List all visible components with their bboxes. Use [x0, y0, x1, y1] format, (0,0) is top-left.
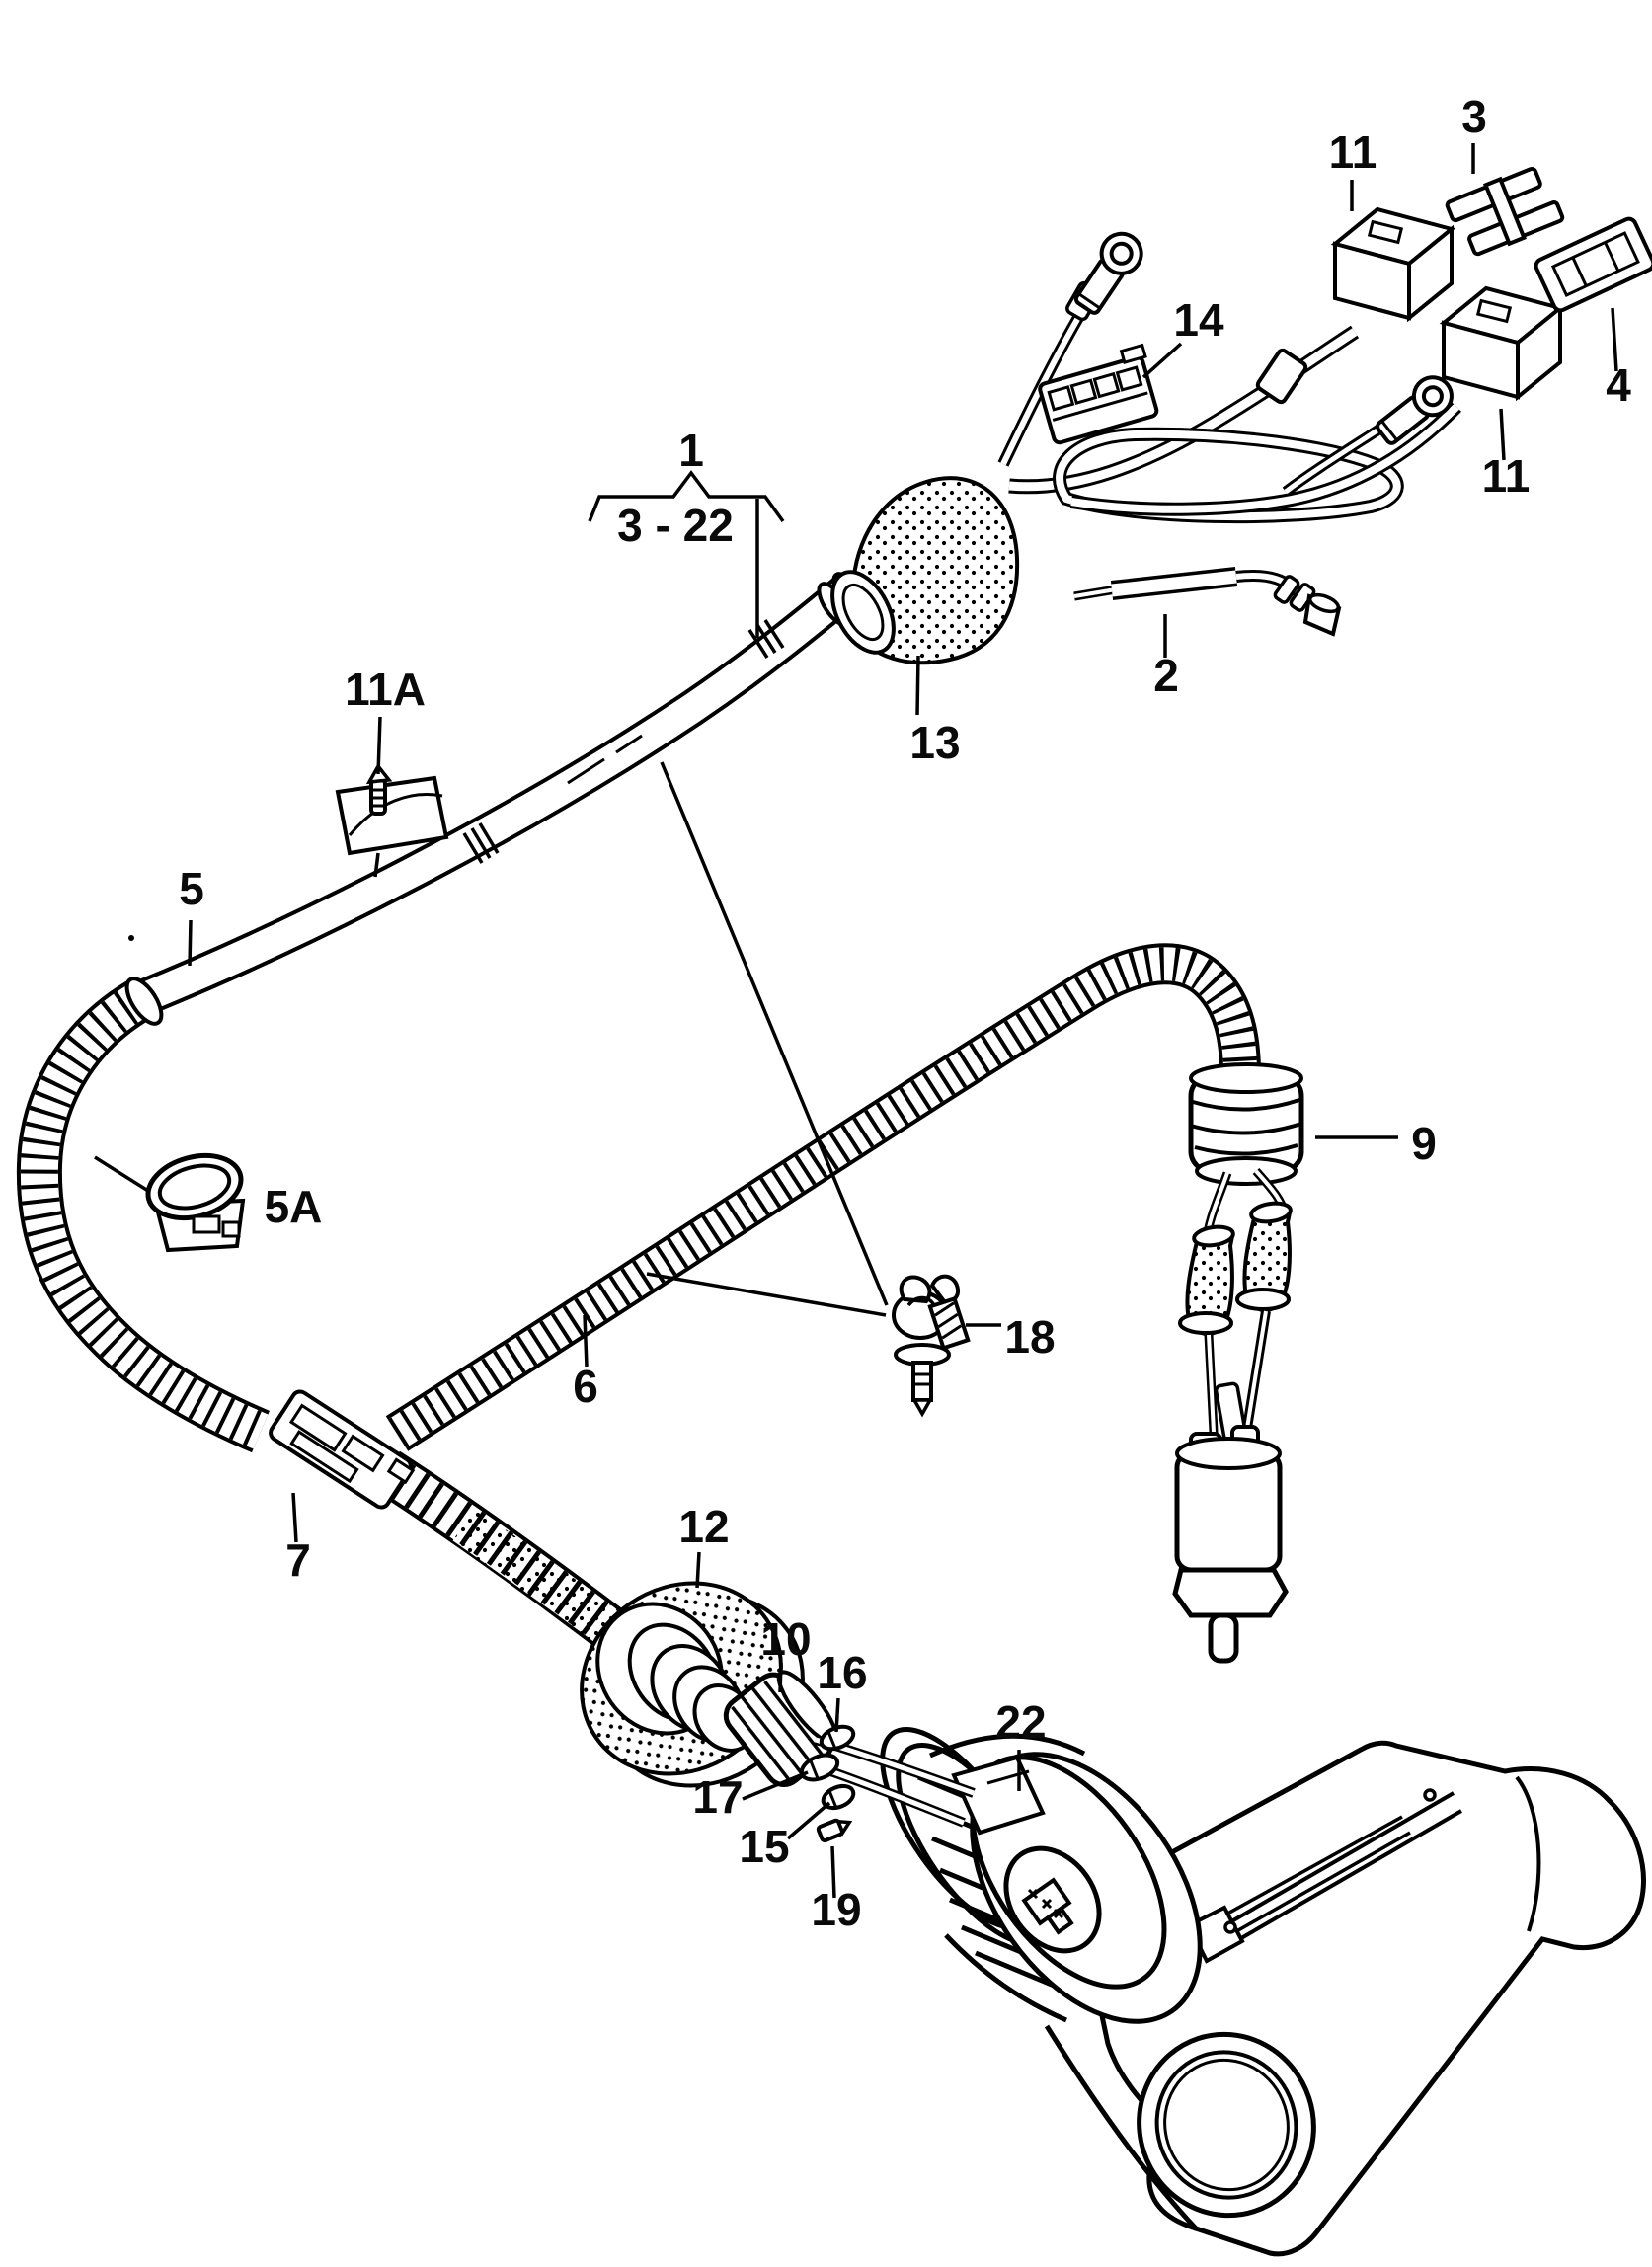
- callout-range-3-22: 3 - 22: [617, 500, 734, 551]
- callout-3: 3: [1461, 91, 1487, 142]
- fuse-holder-upper: [1330, 206, 1456, 323]
- callout-17: 17: [692, 1771, 743, 1823]
- leader-lines: [94, 143, 1618, 1899]
- callout-5: 5: [179, 863, 204, 914]
- screw-19: [816, 1818, 853, 1843]
- clip-11a: [335, 762, 449, 878]
- clip-18: [892, 1274, 971, 1418]
- tape-wrap: [1255, 348, 1308, 405]
- heater-air-port: [1137, 2031, 1316, 2219]
- breather-cable-2: [1074, 575, 1342, 637]
- harness-main-tube: [120, 569, 871, 1026]
- callout-14: 14: [1173, 294, 1224, 346]
- callout-22: 22: [995, 1696, 1046, 1748]
- callout-11-lower: 11: [1482, 450, 1531, 502]
- grommet-13: [830, 476, 1020, 665]
- callout-12: 12: [678, 1501, 729, 1552]
- callout-7: 7: [285, 1534, 311, 1586]
- tube-separator-ribs: [462, 619, 785, 864]
- sensor-wires-and-boots: [1178, 1171, 1293, 1336]
- bullet-connector-15: [821, 1783, 856, 1811]
- callout-2: 2: [1153, 650, 1179, 701]
- callout-11a: 11A: [345, 664, 426, 715]
- callout-15: 15: [739, 1821, 789, 1872]
- corrugated-conduit-to-grommet-12: [387, 1471, 610, 1629]
- callout-5a: 5A: [265, 1181, 323, 1232]
- callout-19: 19: [811, 1884, 861, 1935]
- sleeve-10: [723, 1670, 838, 1788]
- holder-5a: [145, 1152, 246, 1253]
- fuse-3: [1445, 166, 1565, 257]
- bullet-connector-16: [819, 1724, 856, 1752]
- fuse-holder-lower: [1439, 285, 1565, 402]
- callout-6: 6: [573, 1361, 598, 1412]
- callout-18: 18: [1004, 1311, 1055, 1363]
- callout-13: 13: [909, 717, 960, 768]
- callout-16: 16: [817, 1647, 867, 1698]
- inline-connector-7: [269, 1389, 416, 1510]
- blade-fuse-4: [1534, 216, 1652, 313]
- flame-sensor-plug: [1172, 1310, 1289, 1664]
- heater-unit-body: [1083, 1740, 1646, 2257]
- callout-11-upper: 11: [1329, 126, 1377, 178]
- callout-4: 4: [1606, 359, 1631, 411]
- callout-9: 9: [1411, 1118, 1437, 1169]
- callout-10: 10: [760, 1613, 811, 1665]
- ring-terminal-upper: [1073, 231, 1143, 315]
- plug-face-markers: [1027, 1888, 1064, 1919]
- callout-labels: 1 3 - 22 2 3 4 5 5A 6 7 9 10 11 11 11A 1…: [179, 91, 1631, 1935]
- ring-terminal-lower: [1376, 375, 1454, 445]
- corrugated-conduit-6: [397, 964, 1240, 1434]
- sleeve-9: [1188, 1062, 1304, 1186]
- connector-14: [1038, 343, 1159, 445]
- callout-1: 1: [678, 425, 704, 476]
- grommet-12: [580, 1581, 805, 1788]
